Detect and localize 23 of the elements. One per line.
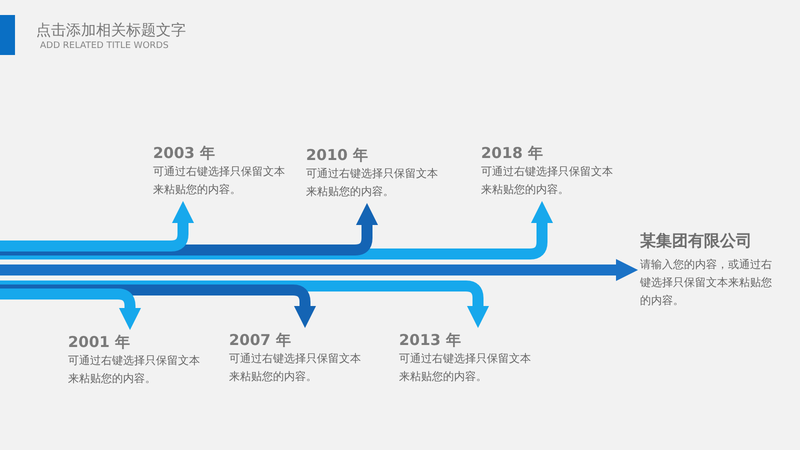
arrow <box>0 259 638 281</box>
entry-text: 可通过右键选择只保留文本来粘贴您的内容。 <box>481 164 614 198</box>
entry-text: 可通过右键选择只保留文本来粘贴您的内容。 <box>229 351 362 385</box>
entry-text: 可通过右键选择只保留文本来粘贴您的内容。 <box>153 164 286 198</box>
slide-title: 点击添加相关标题文字 <box>36 21 186 40</box>
slide-subtitle: ADD RELATED TITLE WORDS <box>40 41 169 51</box>
year-heading: 2010 年 <box>306 145 369 165</box>
company-name: 某集团有限公司 <box>640 230 753 252</box>
entry-text: 可通过右键选择只保留文本来粘贴您的内容。 <box>399 351 532 385</box>
arrow <box>0 280 489 328</box>
arrow <box>0 201 553 260</box>
year-heading: 2007 年 <box>229 330 292 350</box>
arrow <box>0 284 316 328</box>
arrow <box>0 203 378 256</box>
year-heading: 2001 年 <box>68 332 131 352</box>
year-heading: 2018 年 <box>481 143 544 163</box>
company-description: 请输入您的内容，或通过右键选择只保留文本来粘贴您的内容。 <box>640 257 773 309</box>
entry-text: 可通过右键选择只保留文本来粘贴您的内容。 <box>68 353 201 387</box>
entry-text: 可通过右键选择只保留文本来粘贴您的内容。 <box>306 166 439 200</box>
year-heading: 2003 年 <box>153 143 216 163</box>
arrow <box>0 201 194 252</box>
arrow <box>0 288 141 330</box>
year-heading: 2013 年 <box>399 330 462 350</box>
